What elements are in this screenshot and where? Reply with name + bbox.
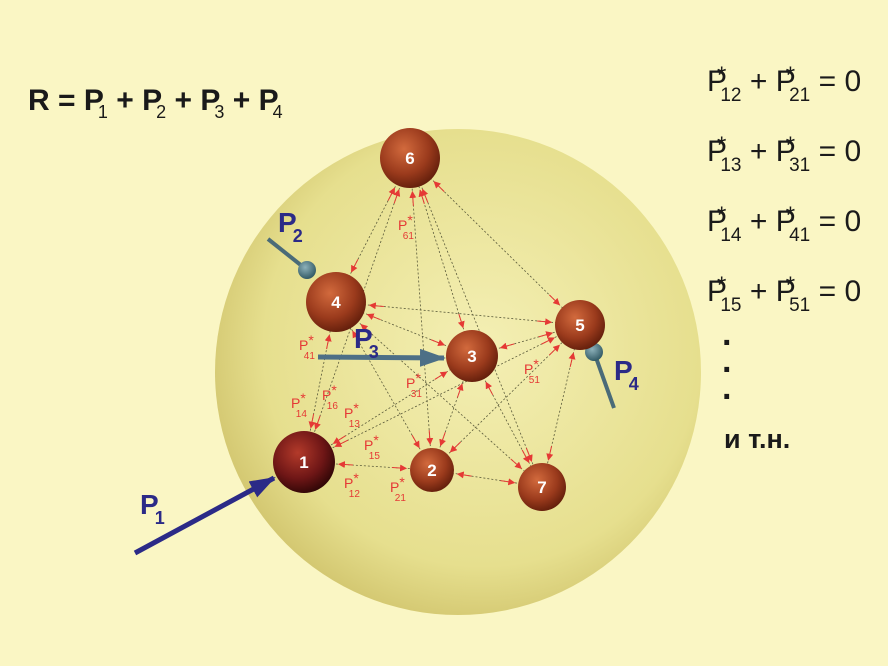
force-arrow-2-on-4: [352, 330, 361, 344]
force-arrow-2-on-1: [337, 461, 353, 469]
external-force-p1-arrow: [133, 475, 276, 556]
force-label-p21: P*21: [390, 474, 406, 504]
particle-5-label: 5: [575, 316, 584, 335]
particle-1-ball: [273, 431, 335, 493]
force-arrow-1-on-3: [434, 371, 448, 380]
particle-6: 6: [380, 128, 440, 188]
force-arrow-4-on-7: [510, 458, 522, 469]
particle-5-ball: [555, 300, 605, 350]
force-arrow-7-on-3: [485, 381, 494, 396]
force-arrow-3-on-5: [538, 331, 554, 339]
force-label-p31: P*31: [406, 370, 422, 400]
force-arrow-5-on-6: [433, 181, 445, 192]
force-label-p13: P*13: [344, 400, 360, 430]
force-arrow-6-on-4: [351, 259, 359, 273]
force-arrow-2-on-7: [500, 478, 516, 486]
external-force-p4-label: P4: [614, 355, 639, 394]
force-arrow-7-on-5: [568, 352, 576, 367]
particle-4-ball: [306, 272, 366, 332]
external-force-p2-label: P2: [278, 207, 303, 246]
external-force-p3-label: P3: [354, 323, 379, 362]
particle-7-label: 7: [537, 478, 546, 497]
particle-4: 4: [306, 272, 366, 332]
force-arrow-7-on-6: [421, 188, 429, 203]
force-arrow-6-on-2: [426, 430, 434, 446]
particle-2: 2: [410, 448, 454, 492]
force-arrow-1-on-6: [393, 189, 401, 204]
force-arrow-6-on-5: [548, 294, 561, 306]
etc-label: и т.н.: [724, 424, 791, 454]
force-arrow-5-on-7: [546, 445, 554, 461]
particle-4-label: 4: [331, 293, 341, 312]
force-arrow-3-on-6: [418, 189, 426, 204]
interaction-line-4-6: [335, 157, 411, 303]
force-arrow-5-on-1: [334, 439, 349, 447]
internal-force-arrows: [308, 181, 576, 486]
equation-12-21: P*12 + P*21 = 0: [707, 62, 862, 106]
force-arrow-3-on-4: [366, 313, 381, 321]
particle-3-label: 3: [467, 347, 476, 366]
force-label-p14: P*14: [291, 390, 307, 420]
force-label-p51: P*51: [524, 356, 540, 386]
force-arrow-2-on-6: [409, 190, 417, 206]
particle-7: 7: [518, 463, 566, 511]
force-label-p15: P*15: [364, 432, 380, 462]
force-arrow-5-on-2: [449, 441, 461, 453]
force-arrow-1-on-4: [324, 334, 332, 350]
force-arrow-1-on-5: [541, 337, 555, 345]
particle-6-ball: [380, 128, 440, 188]
particle-5: 5: [555, 300, 605, 350]
particle-6-label: 6: [405, 149, 414, 168]
particle-7-ball: [518, 463, 566, 511]
force-label-p16: P*16: [322, 382, 338, 412]
continuation-dots: · · ·: [722, 324, 734, 416]
force-arrow-4-on-1: [308, 413, 316, 429]
force-arrow-1-on-2: [392, 464, 408, 472]
interaction-line-1-5: [303, 324, 581, 463]
force-arrow-7-on-4: [360, 324, 373, 335]
force-arrow-6-on-7: [525, 447, 533, 462]
force-arrow-6-on-1: [314, 415, 321, 430]
force-arrow-6-on-3: [457, 313, 465, 329]
external-force-p3-arrow: [317, 348, 446, 367]
resultant-formula: R = P1 + P2 + P3 + P4: [28, 84, 283, 122]
external-force-p2-attachment: [266, 237, 316, 279]
equation-15-51: P*15 + P*51 = 0: [707, 272, 862, 316]
particle-1: 1: [273, 431, 335, 493]
internal-force-equations: P*12 + P*21 = 0 P*13 + P*31 = 0 P*14 + P…: [707, 62, 887, 342]
force-arrow-4-on-3: [430, 339, 446, 346]
force-arrow-2-on-5: [548, 344, 560, 356]
equation-14-41: P*14 + P*41 = 0: [707, 202, 862, 246]
external-force-p1-label: P1: [140, 489, 165, 528]
interaction-line-1-4: [303, 301, 337, 463]
force-label-p12: P*12: [344, 470, 360, 500]
force-arrow-4-on-6: [387, 187, 395, 201]
force-label-p61: P*61: [398, 212, 414, 242]
equation-13-31: P*13 + P*31 = 0: [707, 132, 862, 176]
force-arrow-4-on-2: [411, 435, 420, 449]
particle-3-ball: [446, 330, 498, 382]
force-arrow-5-on-4: [368, 302, 384, 310]
force-label-p41: P*41: [299, 332, 315, 362]
force-arrow-4-on-5: [537, 318, 553, 326]
force-arrow-5-on-3: [499, 342, 515, 350]
interaction-line-6-7: [409, 157, 543, 488]
particle-2-ball: [410, 448, 454, 492]
particle-2-label: 2: [427, 461, 436, 480]
force-arrow-3-on-2: [439, 432, 446, 447]
force-arrow-2-on-3: [456, 383, 464, 398]
force-arrow-7-on-2: [456, 471, 472, 479]
interaction-line-2-6: [409, 157, 433, 471]
particle-1-label: 1: [299, 453, 308, 472]
particle-3: 3: [446, 330, 498, 382]
